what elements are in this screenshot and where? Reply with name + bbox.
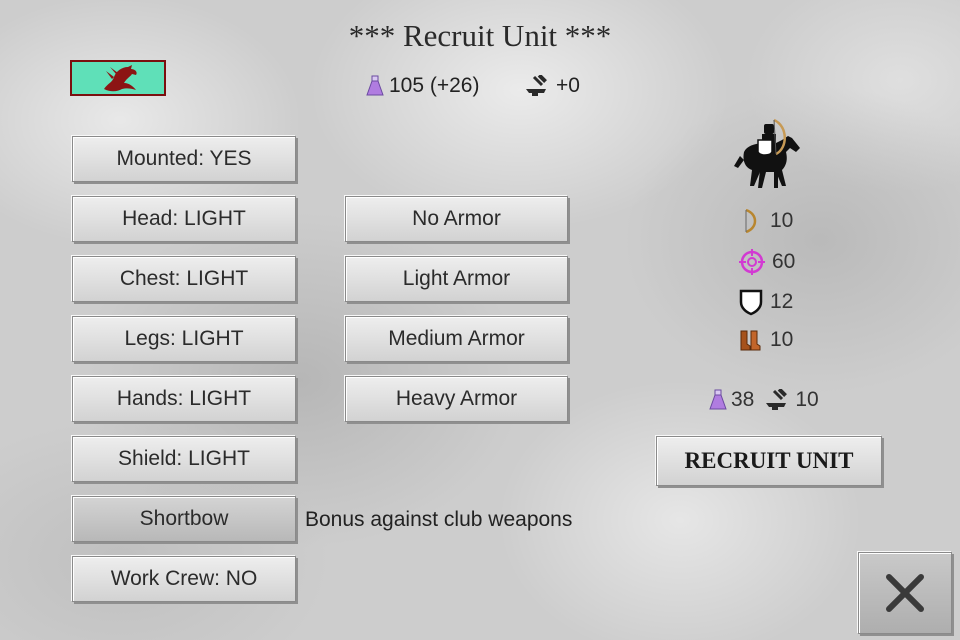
legs-armor-button[interactable]: Legs: LIGHT — [72, 316, 296, 362]
weapon-bonus-text: Bonus against club weapons — [305, 508, 573, 531]
head-armor-button[interactable]: Head: LIGHT — [72, 196, 296, 242]
medium-armor-button[interactable]: Medium Armor — [345, 316, 568, 362]
accuracy-value: 60 — [772, 250, 796, 273]
workers-value: +0 — [556, 74, 580, 97]
unit-cost: 38 10 — [708, 388, 819, 412]
cost-workers-value: 10 — [795, 388, 819, 411]
light-armor-button[interactable]: Light Armor — [345, 256, 568, 302]
recruit-unit-button[interactable]: RECRUIT UNIT — [656, 436, 882, 486]
cost-mana-value: 38 — [731, 388, 755, 411]
defense-stat: 12 — [738, 288, 793, 316]
potion-flask-icon — [709, 389, 727, 410]
mana-value: 105 (+26) — [389, 74, 480, 97]
close-x-icon — [886, 574, 924, 612]
potion-flask-icon — [366, 75, 384, 96]
speed-stat: 10 — [738, 328, 793, 352]
boots-icon — [740, 330, 761, 351]
anvil-worker-icon — [526, 75, 547, 96]
defense-value: 12 — [770, 290, 794, 313]
workers-resource: +0 — [524, 74, 580, 98]
accuracy-stat: 60 — [738, 248, 795, 276]
mana-resource: 105 (+26) — [365, 74, 479, 98]
weapon-button[interactable]: Shortbow — [72, 496, 296, 542]
faction-banner — [70, 60, 166, 96]
crosshair-icon — [739, 249, 765, 275]
attack-stat: 10 — [738, 208, 793, 234]
mounted-toggle-button[interactable]: Mounted: YES — [72, 136, 296, 182]
shield-icon — [739, 289, 763, 316]
work-crew-button[interactable]: Work Crew: NO — [72, 556, 296, 602]
heavy-armor-button[interactable]: Heavy Armor — [345, 376, 568, 422]
attack-value: 10 — [770, 209, 794, 232]
page-title: *** Recruit Unit *** — [348, 18, 612, 53]
no-armor-button[interactable]: No Armor — [345, 196, 568, 242]
speed-value: 10 — [770, 328, 794, 351]
mounted-archer-icon — [734, 118, 800, 188]
shield-button[interactable]: Shield: LIGHT — [72, 436, 296, 482]
dragon-banner-icon — [104, 65, 137, 92]
close-button[interactable] — [858, 552, 952, 634]
chest-armor-button[interactable]: Chest: LIGHT — [72, 256, 296, 302]
anvil-worker-icon — [766, 389, 788, 410]
hands-armor-button[interactable]: Hands: LIGHT — [72, 376, 296, 422]
bow-icon — [745, 208, 757, 234]
